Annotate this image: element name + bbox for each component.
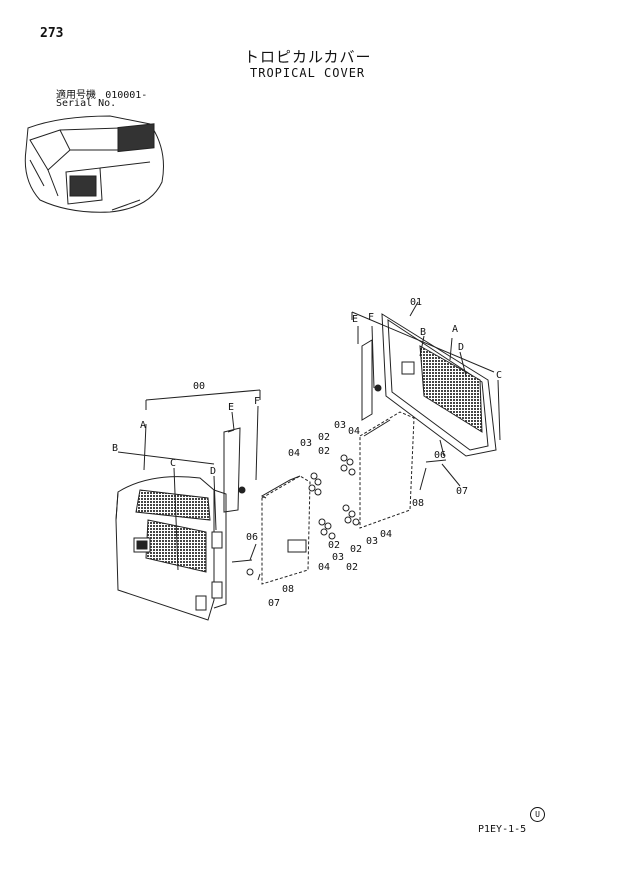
callout-b-upper: B: [420, 327, 426, 338]
callout-00: 00: [193, 381, 205, 392]
callout-06-lower: 06: [246, 532, 258, 543]
callout-03-d: 03: [366, 536, 378, 547]
callout-04-d: 04: [380, 529, 392, 540]
rear-cover-assembly: [361, 313, 497, 463]
title-japanese: トロピカルカバー: [244, 48, 372, 66]
callout-02-c: 02: [328, 540, 340, 551]
callout-08-lower: 08: [282, 584, 294, 595]
serial-label-english: Serial No.: [56, 98, 117, 109]
callout-d-upper: D: [458, 342, 464, 353]
callout-04-c: 04: [318, 562, 330, 573]
title-english: TROPICAL COVER: [250, 66, 366, 80]
serial-label-japanese: 適用号機 010001-: [56, 86, 147, 101]
middle-plates: [260, 411, 415, 585]
callout-labels: 00 01 A B C D E F E F B A D C 03 04 02 0…: [112, 297, 502, 609]
callout-a-upper: A: [452, 324, 458, 335]
callout-06-upper: 06: [434, 450, 446, 461]
leader-lines: [117, 301, 501, 581]
diagram-code: P1EY-1-5: [478, 824, 527, 835]
serial-jp-text: 適用号機: [56, 90, 96, 101]
callout-02-a: 02: [318, 432, 330, 443]
page-number: 273: [40, 26, 64, 41]
machine-thumbnail: [24, 115, 164, 213]
callout-03-a: 03: [300, 438, 312, 449]
callout-f-lower: F: [254, 396, 260, 407]
callout-c-lower: C: [170, 458, 176, 469]
callout-08-upper: 08: [412, 498, 424, 509]
callout-04-b: 04: [348, 426, 360, 437]
callout-04-a: 04: [288, 448, 300, 459]
callout-07-upper: 07: [456, 486, 468, 497]
callout-d-lower: D: [210, 466, 216, 477]
callout-02-e: 02: [350, 544, 362, 555]
callout-02-d: 02: [346, 562, 358, 573]
callout-e-lower: E: [228, 402, 234, 413]
callout-01: 01: [410, 297, 422, 308]
callout-c-upper: C: [496, 370, 502, 381]
front-cover-assembly: [115, 427, 246, 621]
callout-07-lower: 07: [268, 598, 280, 609]
callout-f-upper: F: [368, 312, 374, 323]
callout-03-c: 03: [332, 552, 344, 563]
revision-mark: U: [530, 807, 545, 822]
callout-b-lower: B: [112, 443, 118, 454]
callout-a-lower: A: [140, 420, 146, 431]
serial-range: 010001-: [105, 90, 148, 101]
callout-02-b: 02: [318, 446, 330, 457]
callout-e-upper: E: [352, 314, 358, 325]
fastener-stacks: [231, 454, 360, 576]
callout-03-b: 03: [334, 420, 346, 431]
